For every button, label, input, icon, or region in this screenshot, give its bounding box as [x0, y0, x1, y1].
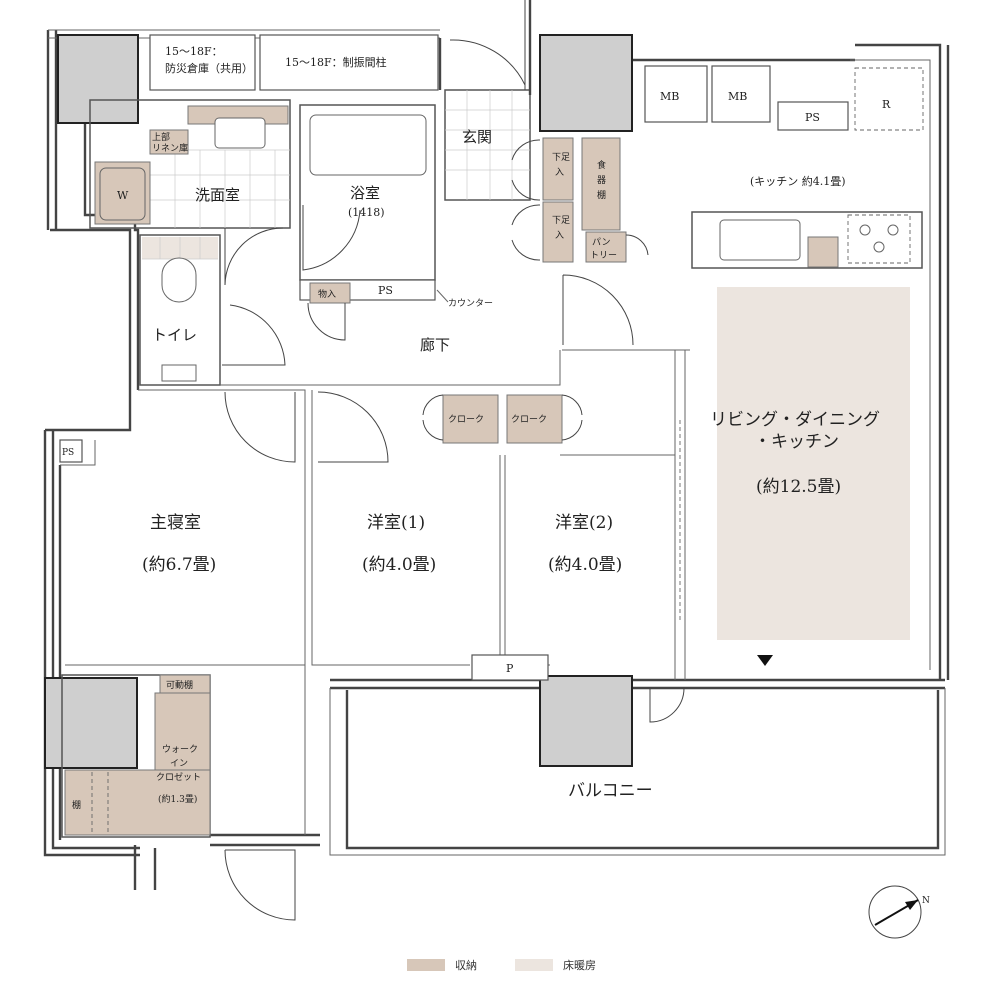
- master-bedroom: 主寝室 (約6.7畳) PS: [59, 389, 306, 835]
- wic-label-2: イン: [170, 759, 188, 769]
- entry-arrow-icon: [757, 655, 773, 666]
- cupboard-label-1: 食: [597, 159, 606, 171]
- shoe-1-label-2: 入: [555, 167, 564, 178]
- shelf-label: 棚: [72, 799, 81, 811]
- western-room-1: 洋室(1) (約4.0畳) クローク: [311, 390, 501, 666]
- utility-boxes: MB MB PS R: [644, 65, 924, 131]
- western-room-1-label: 洋室(1): [367, 513, 425, 533]
- western-room-1-size-label: (約4.0畳): [362, 555, 436, 575]
- ldk-label-2: ・キッチン: [754, 432, 839, 452]
- mb-label-2: MB: [728, 90, 747, 103]
- bathroom-size-label: (1418): [348, 206, 385, 219]
- shoe-1-label-1: 下足: [552, 152, 570, 163]
- ps-top-label: PS: [805, 111, 820, 124]
- cupboard-label-3: 棚: [597, 189, 606, 201]
- washroom-label: 洗面室: [195, 186, 240, 204]
- toilet: トイレ: [139, 234, 286, 386]
- shoe-2-label-1: 下足: [552, 215, 570, 226]
- legend-heat-label: 床暖房: [563, 959, 596, 972]
- north-compass-icon: N: [868, 885, 930, 939]
- linen-label-1: 上部: [152, 131, 170, 143]
- legend-heat-swatch: [515, 959, 553, 971]
- balcony-label: バルコニー: [568, 781, 653, 801]
- outer-walls: [43, 29, 950, 890]
- walk-in-closet: 可動棚 棚 ウォーク イン クロゼット (約1.3畳): [61, 674, 296, 921]
- refrigerator-label: R: [882, 98, 891, 111]
- bathroom: 浴室 (1418) 物入 PS カウンター: [299, 104, 493, 341]
- kitchen: (キッチン 約4.1畳): [691, 174, 923, 269]
- ldk: リビング・ダイニング ・キッチン (約12.5畳): [562, 287, 910, 723]
- washer-label: W: [117, 189, 129, 202]
- column-top-left: [57, 34, 139, 124]
- western-room-2-label: 洋室(2): [555, 513, 613, 533]
- column-top-center: [539, 34, 633, 132]
- master-bedroom-size-label: (約6.7畳): [142, 555, 216, 575]
- damping-column-label: 15〜18F：制振間柱: [285, 55, 387, 69]
- legend-storage-swatch: [407, 959, 445, 971]
- master-bedroom-label: 主寝室: [150, 512, 201, 533]
- linen-label-2: リネン庫: [152, 142, 188, 154]
- balcony: バルコニー: [568, 781, 653, 801]
- counter-label: カウンター: [448, 298, 493, 309]
- column-balcony: [539, 675, 633, 767]
- ps-bath-label: PS: [378, 284, 393, 297]
- pantry-label-2: トリー: [590, 251, 617, 261]
- bathroom-label: 浴室: [350, 184, 380, 202]
- hallway: 廊下: [220, 274, 634, 386]
- storage-bath-label: 物入: [318, 288, 336, 300]
- entrance-label: 玄関: [462, 128, 492, 146]
- legend-storage-label: 収納: [455, 959, 477, 972]
- wic-label-3: クロゼット: [156, 771, 201, 783]
- wic-label-1: ウォーク: [162, 744, 198, 755]
- entrance-storage: 下足 入 下足 入 食 器 棚 パン トリー: [511, 137, 649, 263]
- movable-shelf-label: 可動棚: [166, 679, 193, 691]
- kitchen-size-label: (キッチン 約4.1畳): [750, 174, 846, 188]
- mb-label-1: MB: [660, 90, 679, 103]
- shoe-2-label-2: 入: [555, 230, 564, 241]
- ps-bedroom-label: PS: [62, 448, 74, 458]
- column-bottom-left: [44, 677, 138, 769]
- disaster-storage-label-2: 防災倉庫（共用）: [165, 61, 253, 75]
- closet-1-label: クローク: [448, 414, 484, 425]
- svg-text:N: N: [922, 896, 930, 906]
- western-room-2: 洋室(2) (約4.0畳) クローク P: [471, 394, 675, 681]
- cupboard-label-2: 器: [597, 175, 606, 186]
- ldk-label-1: リビング・ダイニング: [710, 410, 880, 430]
- hallway-label: 廊下: [420, 336, 450, 354]
- disaster-storage-label-1: 15〜18F：: [165, 45, 223, 58]
- wic-size-label: (約1.3畳): [158, 793, 197, 805]
- legend-heat: 床暖房: [515, 957, 596, 973]
- ldk-size-label: (約12.5畳): [756, 477, 841, 497]
- p-box-label: P: [506, 662, 514, 675]
- closet-2-label: クローク: [511, 414, 547, 425]
- legend: 収納: [407, 957, 477, 973]
- toilet-label: トイレ: [152, 326, 197, 344]
- washroom: 上部 リネン庫 W 洗面室: [89, 99, 291, 286]
- shared-storage: 15〜18F： 防災倉庫（共用） 15〜18F：制振間柱: [149, 34, 439, 91]
- western-room-2-size-label: (約4.0畳): [548, 555, 622, 575]
- entrance: 玄関: [438, 0, 532, 201]
- pantry-label-1: パン: [592, 237, 610, 248]
